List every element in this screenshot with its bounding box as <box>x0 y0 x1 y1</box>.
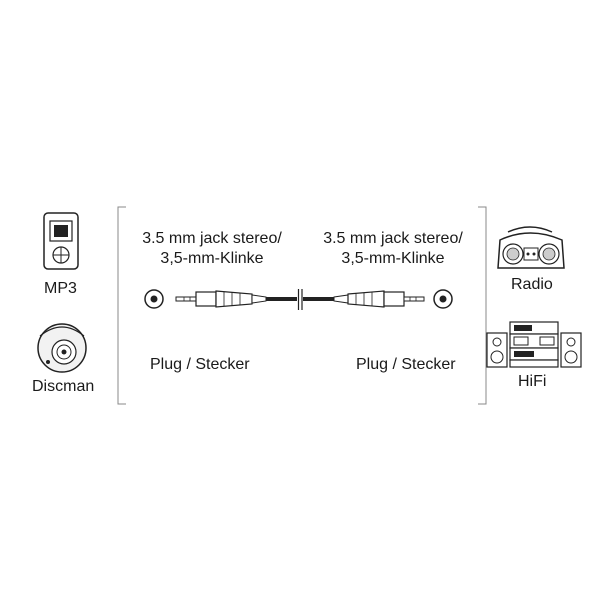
right-connector-type: 3.5 mm jack stereo/ <box>323 230 463 247</box>
radio-label: Radio <box>511 276 553 293</box>
left-connector-type: 3.5 mm jack stereo/ <box>142 230 282 247</box>
left-connector-gender: Plug / Stecker <box>150 356 250 373</box>
jack-cable <box>144 289 453 310</box>
right-plug-icon <box>333 290 425 308</box>
left-plug-icon <box>175 290 267 308</box>
hifi-system-icon <box>486 321 582 368</box>
boombox-radio-icon <box>497 226 565 269</box>
right-bracket <box>478 206 487 405</box>
right-connector-type-de: 3,5-mm-Klinke <box>341 250 445 267</box>
left-connector-type-de: 3,5-mm-Klinke <box>160 250 264 267</box>
left-bracket <box>117 206 126 405</box>
right-connector-gender: Plug / Stecker <box>356 356 456 373</box>
discman-icon <box>37 323 87 373</box>
hifi-label: HiFi <box>518 373 547 390</box>
discman-label: Discman <box>32 378 95 395</box>
mp3-player-icon <box>43 212 79 270</box>
mp3-label: MP3 <box>44 280 77 297</box>
